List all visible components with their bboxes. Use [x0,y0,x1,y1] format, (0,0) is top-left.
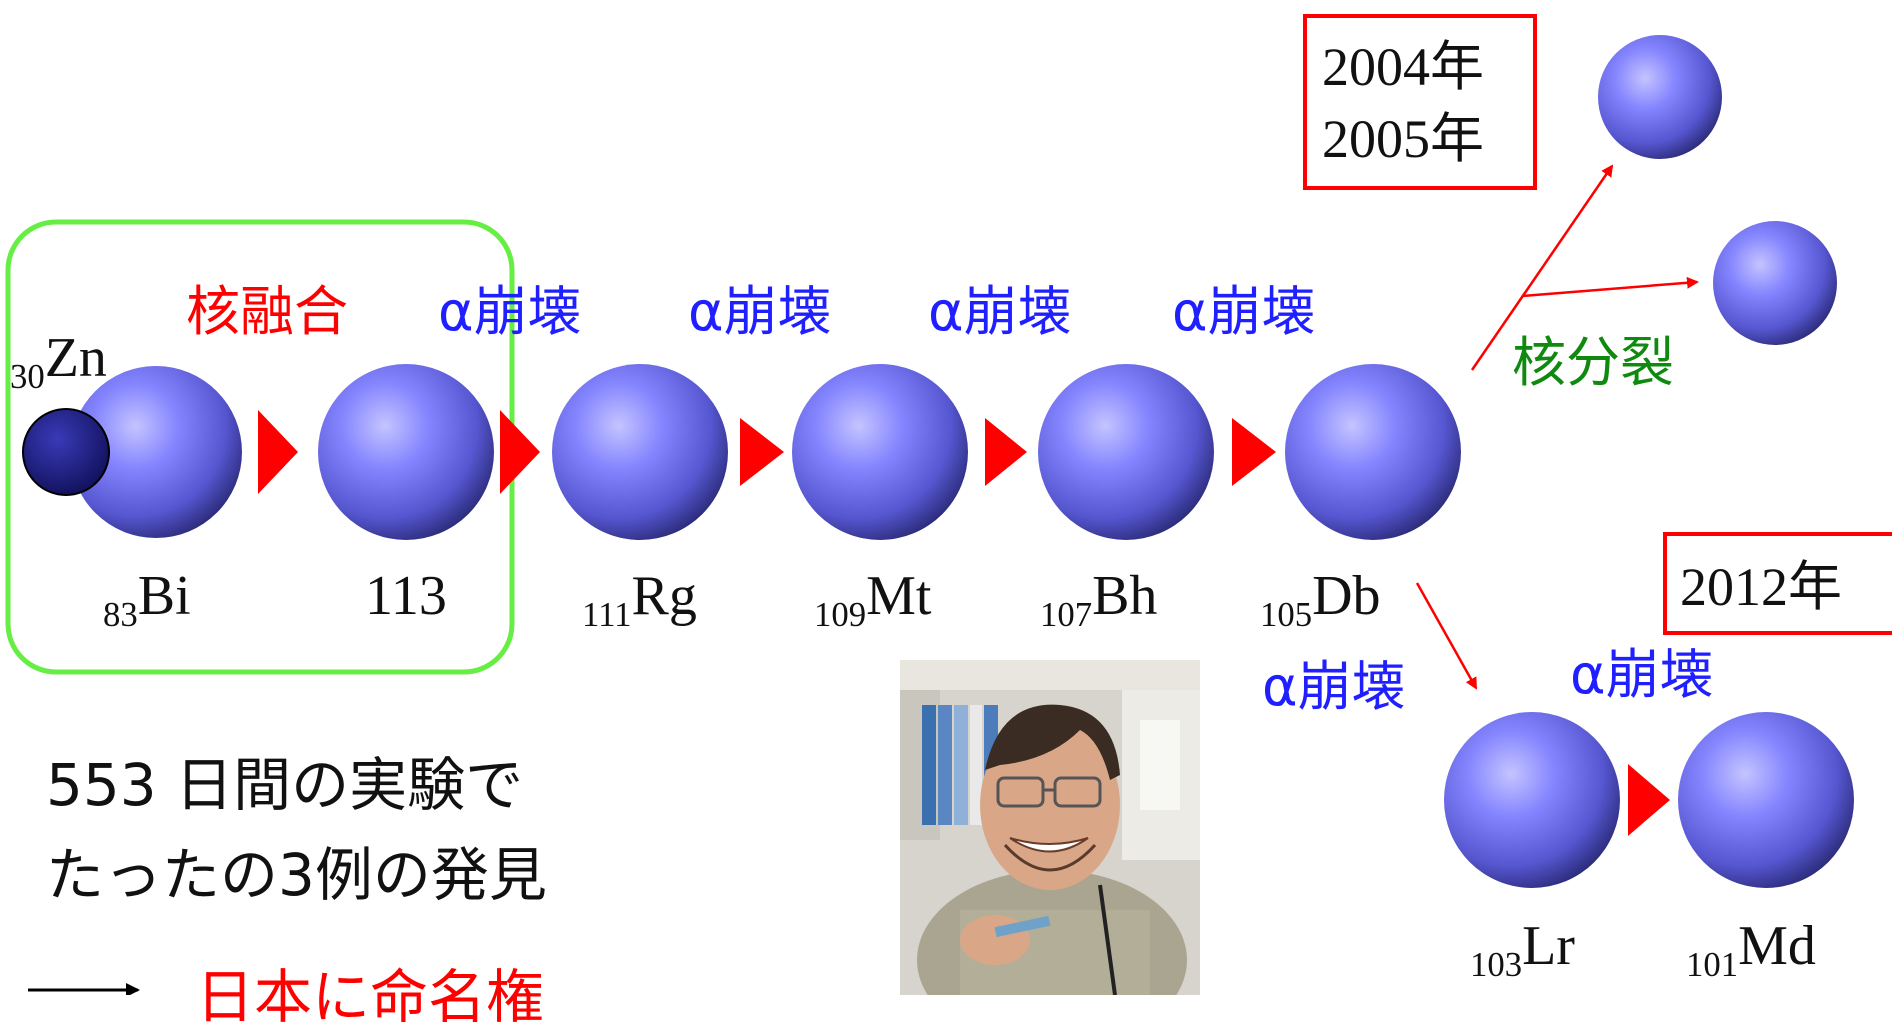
bh-atomic-number: 107 [1040,595,1093,635]
lr-atomic-number: 103 [1470,945,1523,985]
alpha-decay-label-2: α崩壊 [688,280,832,343]
mt-atomic-number: 109 [814,595,867,635]
year-2005: 2005年 [1322,109,1484,169]
element-label-bh: 107Bh [1040,568,1157,633]
e113-sphere [318,364,494,540]
arrow-113-rg [500,410,540,494]
mt-symbol: Mt [866,565,932,627]
fission-label: 核分裂 [1512,331,1674,394]
element-label-md: 101Md [1686,918,1816,983]
rg-atomic-number: 111 [582,595,632,635]
bh-symbol: Bh [1092,565,1158,627]
fission-product-2-sphere [1713,221,1837,345]
bi-atomic-number: 83 [103,595,138,635]
fission-product-1-sphere [1598,35,1722,159]
rg-symbol: Rg [631,565,697,627]
alpha-decay-label-3: α崩壊 [928,280,1072,343]
fission-line-right [1521,276,1699,298]
arrow-rg-mt [740,418,784,486]
bi-symbol: Bi [137,565,191,627]
decay-chain-diagram: 2004年 2005年 2012年 核融合 α崩壊 α崩壊 α崩壊 α崩壊 核分… [5,14,1892,1026]
year-2012: 2012年 [1680,557,1842,617]
alpha-decay-label-4: α崩壊 [1172,280,1316,343]
diagram-graphics [5,35,1854,995]
year-2004: 2004年 [1322,37,1484,97]
rg-sphere [552,364,728,540]
lr-sphere [1444,712,1620,888]
note-line-1: 553 日間の実験で [46,751,524,819]
alpha-decay-label-6: α崩壊 [1570,643,1714,706]
fusion-label: 核融合 [186,280,348,343]
md-atomic-number: 101 [1686,945,1739,985]
db-atomic-number: 105 [1260,595,1313,635]
arrow-mt-bh [985,418,1027,486]
zn-sphere [22,408,110,496]
element-label-bi: 83Bi [103,568,191,633]
note-line-2: たったの3例の発見 [46,841,547,909]
element-label-mt: 109Mt [814,568,931,633]
year-box-2012 [1663,532,1892,635]
alpha-decay-label-5: α崩壊 [1262,655,1406,718]
note-line-3: 日本に命名権 [196,963,545,1031]
researcher-photo [900,660,1200,995]
fission-line-up [1470,164,1614,371]
md-sphere [1678,712,1854,888]
lr-symbol: Lr [1522,915,1575,977]
zn-symbol: Zn [44,327,107,389]
element-label-db: 105Db [1260,568,1381,633]
arrow-bi-113 [258,410,298,494]
arrow-lr-md [1628,764,1670,836]
year-box-2004-2005 [1303,14,1537,190]
db-symbol: Db [1312,565,1381,627]
db-sphere [1285,364,1461,540]
arrow-bh-db [1232,418,1276,486]
element-label-zn: 30Zn [10,330,107,395]
zn-atomic-number: 30 [10,357,45,397]
bh-sphere [1038,364,1214,540]
element-label-113: 113 [365,565,447,627]
alpha-decay-label-1: α崩壊 [438,280,582,343]
md-symbol: Md [1738,915,1816,977]
decay-line-db-lr [1415,582,1478,690]
bi-sphere [70,366,242,538]
element-label-lr: 103Lr [1470,918,1575,983]
element-label-rg: 111Rg [582,568,697,633]
mt-sphere [792,364,968,540]
researcher-photo-illustration [900,660,1200,995]
